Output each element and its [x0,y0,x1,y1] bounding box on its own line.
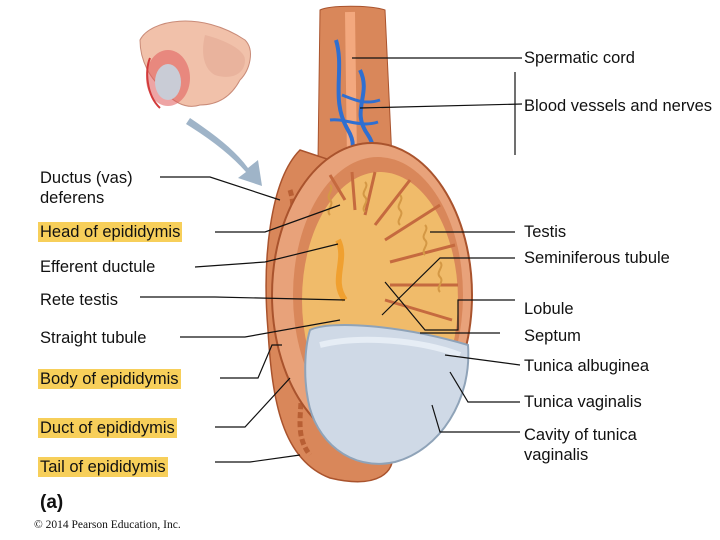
label-duct-of-epididymis: Duct of epididymis [38,418,177,438]
figure-part-label: (a) [40,492,64,513]
label-seminiferous-tubule: Seminiferous tubule [524,249,670,267]
label-spermatic-cord: Spermatic cord [524,49,635,67]
label-straight-tubule: Straight tubule [40,329,147,347]
label-efferent-ductule: Efferent ductule [40,258,156,276]
label-head-of-epididymis: Head of epididymis [38,222,183,242]
label-body-of-epididymis: Body of epididymis [38,369,181,389]
label-cavity-of-tunica-vaginalis: Cavity of tunica vaginalis [524,426,637,464]
label-tunica-albuginea: Tunica albuginea [524,357,650,375]
copyright-credit: © 2014 Pearson Education, Inc. [34,519,181,531]
cavity-tunica-vaginalis [304,324,470,465]
label-septum: Septum [524,327,581,345]
label-blood-vessels-nerves: Blood vessels and nerves [524,97,713,115]
zoom-arrow [186,118,262,186]
label-tunica-vaginalis: Tunica vaginalis [524,393,642,411]
label-tail-of-epididymis: Tail of epididymis [38,457,168,477]
leader-lines [140,57,523,463]
label-testis: Testis [524,223,567,241]
label-rete-testis: Rete testis [40,291,118,309]
label-ductus-deferens: Ductus (vas) deferens [40,169,133,207]
spermatic-cord [317,5,393,169]
inset-thumbnail [139,20,251,109]
label-lobule: Lobule [524,300,574,318]
